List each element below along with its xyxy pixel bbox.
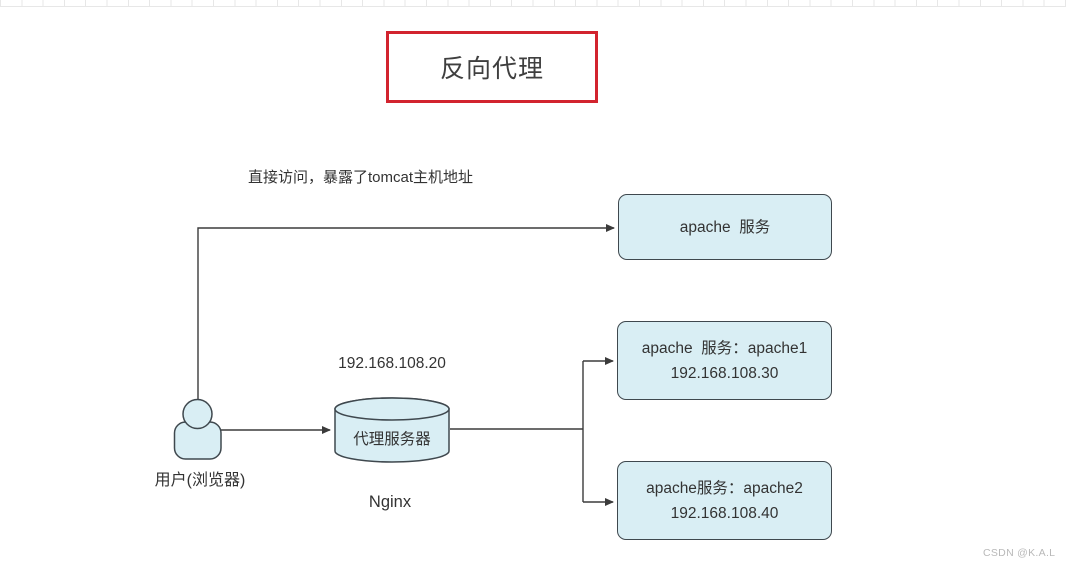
server-name: apache 服务：apache1 bbox=[641, 339, 808, 357]
user-label: 用户(浏览器) bbox=[154, 472, 246, 489]
apache1-server-node: apache 服务：apache1 192.168.108.30 bbox=[617, 321, 832, 400]
grid-strip bbox=[0, 0, 1066, 7]
user-icon bbox=[173, 398, 222, 460]
apache2-server-node: apache服务：apache2 192.168.108.40 bbox=[617, 461, 832, 540]
server-name: apache服务：apache2 bbox=[646, 479, 803, 497]
watermark: CSDN @K.A.L bbox=[983, 547, 1056, 559]
proxy-engine-label: Nginx bbox=[368, 493, 412, 511]
server-ip: 192.168.108.40 bbox=[670, 504, 779, 522]
arrow-user-to-apache bbox=[197, 224, 615, 400]
server-ip: 192.168.108.30 bbox=[670, 364, 779, 382]
proxy-ip-label: 192.168.108.20 bbox=[338, 355, 446, 372]
server-name: apache 服务 bbox=[679, 218, 771, 236]
proxy-name-label: 代理服务器 bbox=[353, 431, 431, 448]
diagram-title: 反向代理 bbox=[439, 55, 544, 83]
apache-server-node: apache 服务 bbox=[618, 194, 832, 260]
title-box: 反向代理 bbox=[386, 31, 598, 103]
caption-text: 直接访问，暴露了tomcat主机地址 bbox=[248, 169, 474, 186]
